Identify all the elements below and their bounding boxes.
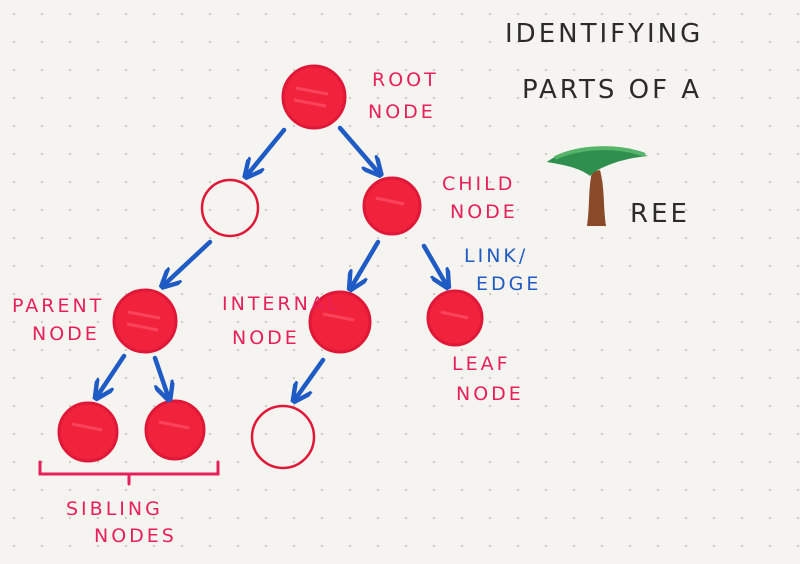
node-empty-left xyxy=(200,178,260,238)
edge-left-parent xyxy=(165,239,213,284)
node-parent xyxy=(112,288,178,354)
label-internal-line1: INTERNAL xyxy=(222,293,340,315)
label-root-line2: NODE xyxy=(368,101,436,123)
node-empty-bottom xyxy=(250,404,316,470)
label-root-line1: ROOT xyxy=(372,69,439,91)
edge-parent-sibling-right xyxy=(152,355,168,396)
edge-internal-bottom xyxy=(296,357,326,398)
node-sibling-left xyxy=(57,401,119,463)
edge-root-left xyxy=(248,127,287,174)
edge-parent-sibling-left xyxy=(98,353,127,395)
sibling-bracket xyxy=(38,460,220,486)
title-tree-suffix: REE xyxy=(630,199,690,229)
label-parent-line2: NODE xyxy=(32,323,100,345)
title-line-1: IDENTIFYING xyxy=(505,19,703,49)
label-link-line2: EDGE xyxy=(476,273,541,295)
edge-root-child xyxy=(337,125,378,172)
node-leaf xyxy=(426,289,484,347)
label-sibling-line2: NODES xyxy=(94,525,177,547)
label-internal-line2: NODE xyxy=(232,327,300,349)
label-child-line1: CHILD xyxy=(442,173,515,195)
label-leaf-line1: LEAF xyxy=(452,353,511,375)
node-sibling-right xyxy=(144,399,206,461)
node-child xyxy=(362,176,422,236)
palm-tree-icon xyxy=(547,146,648,226)
label-sibling-line1: SIBLING xyxy=(66,498,163,520)
label-parent-line1: PARENT xyxy=(12,295,104,317)
label-link-line1: LINK/ xyxy=(464,245,528,267)
edge-child-internal xyxy=(352,239,381,286)
node-internal xyxy=(308,290,372,354)
label-child-line2: NODE xyxy=(450,201,518,223)
node-root xyxy=(281,64,347,130)
label-leaf-line2: NODE xyxy=(456,383,524,405)
edge-child-leaf xyxy=(421,243,446,284)
title-line-2: PARTS OF A xyxy=(522,75,702,105)
